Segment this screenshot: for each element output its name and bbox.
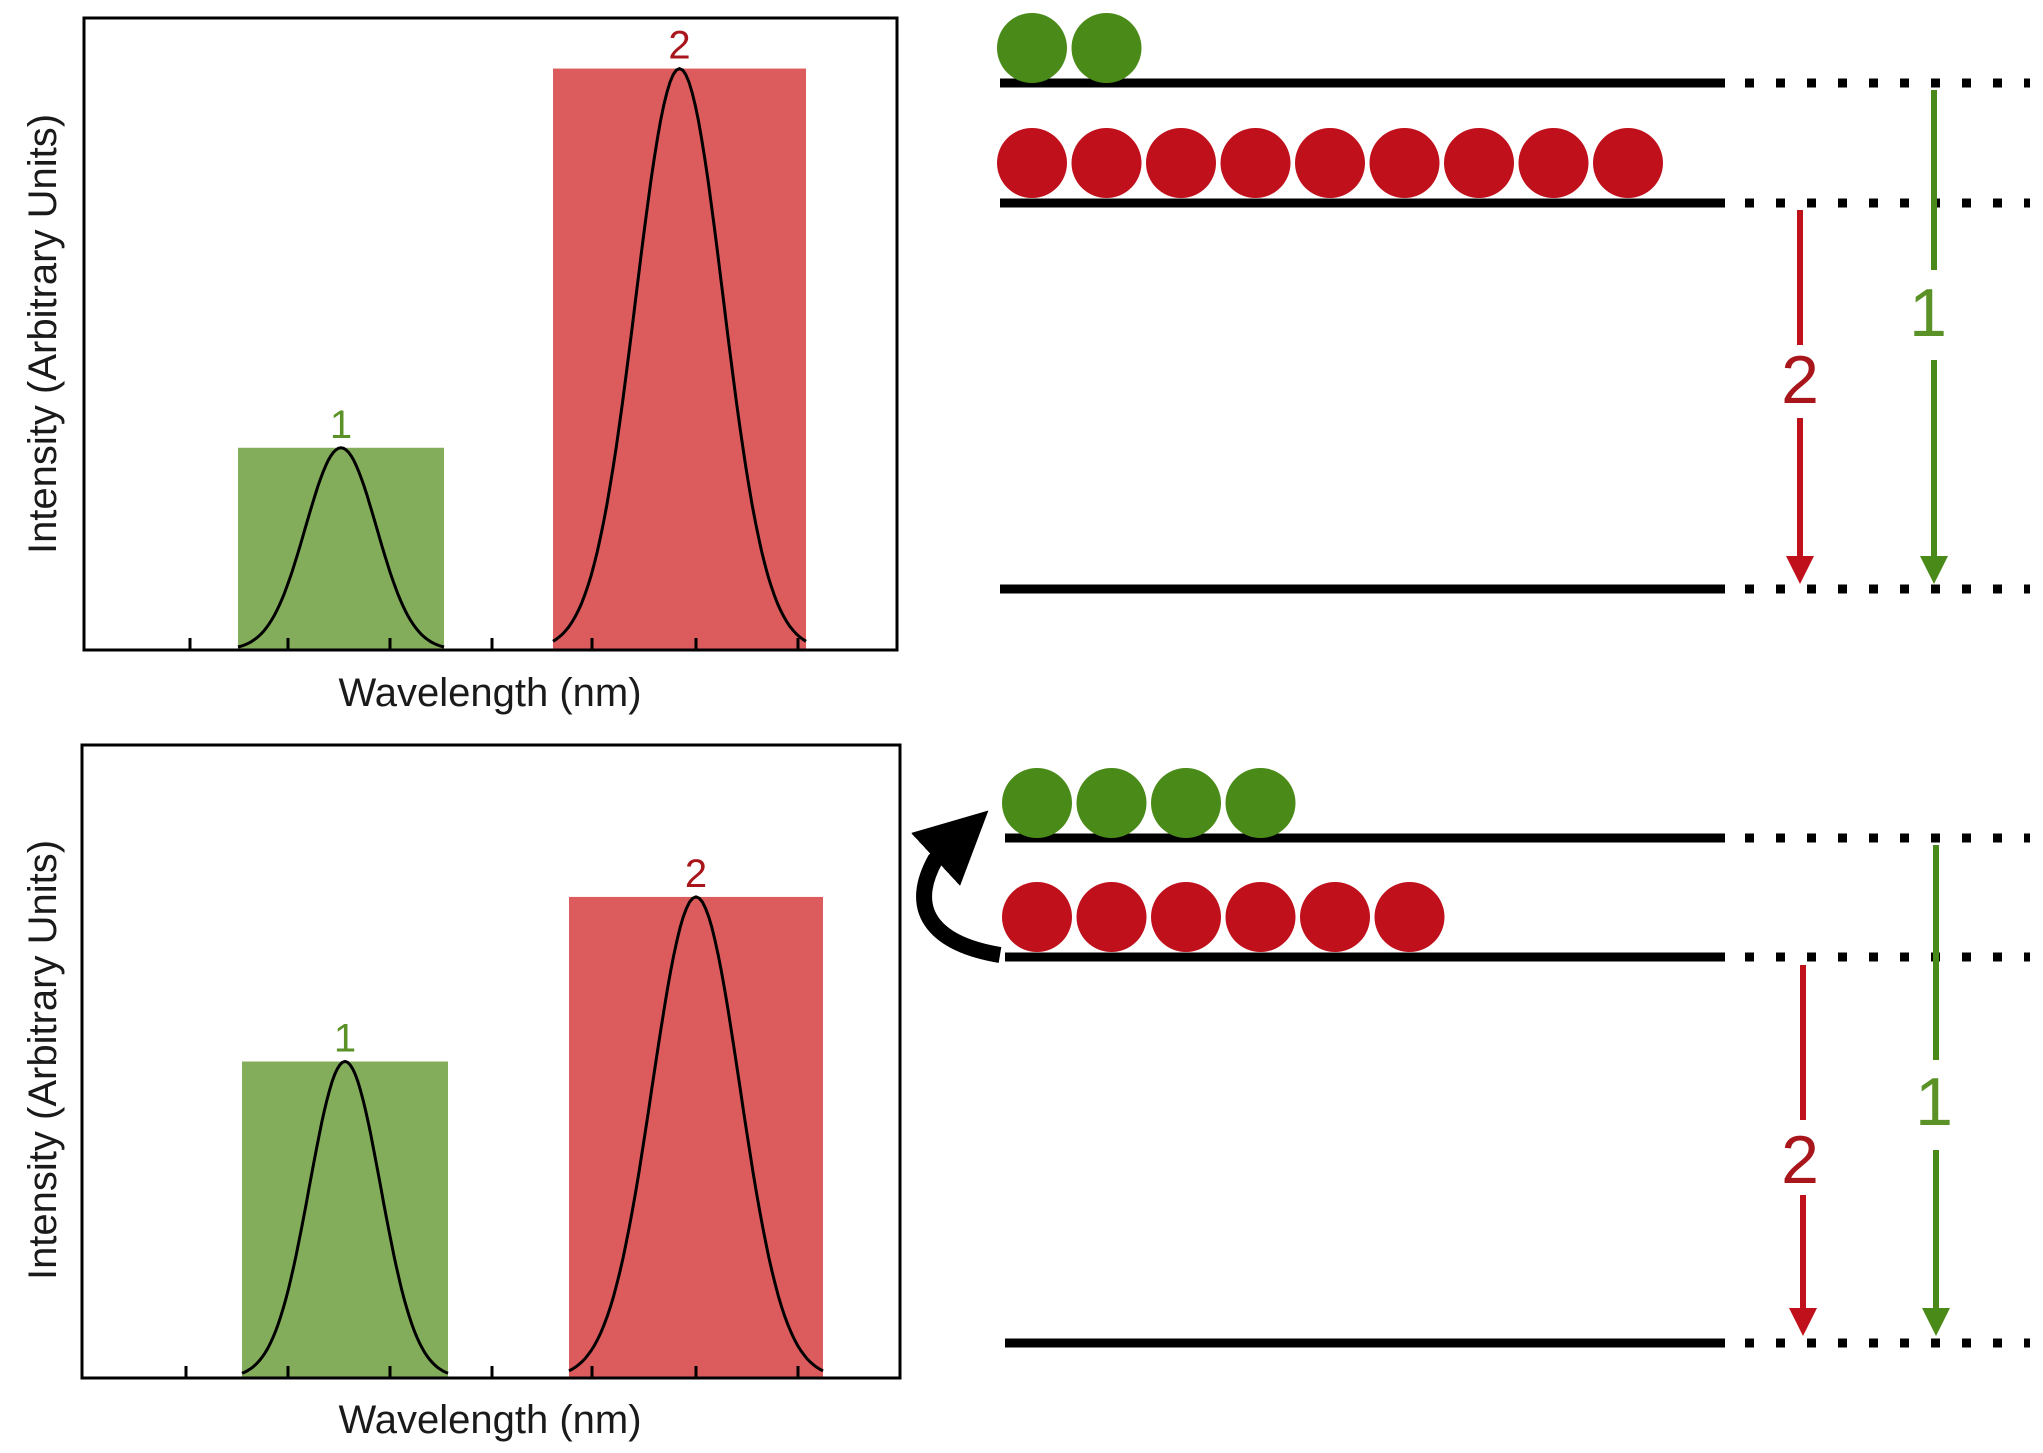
lower-level-particle <box>1076 882 1147 952</box>
upper-level-particle <box>997 13 1067 83</box>
transition-label-1: 1 <box>1915 1064 1953 1140</box>
lower-level-particle <box>1295 128 1365 198</box>
x-axis-title: Wavelength (nm) <box>338 1398 641 1442</box>
lower-level-particle <box>1369 128 1440 198</box>
lower-level-particle <box>1593 128 1663 198</box>
upper-level-particle <box>1002 768 1072 838</box>
bottom-chart: 1 2 Wavelength (nm) Intensity (Arbitrary … <box>21 743 902 1442</box>
bottom-panel: 1 2 Wavelength (nm) Intensity (Arbitrary … <box>21 743 2030 1442</box>
top-energy-diagram: 2 1 <box>997 13 2030 594</box>
bar-2 <box>569 896 823 1378</box>
bar-1 <box>242 1061 448 1378</box>
lower-level-particle <box>1146 128 1216 198</box>
transfer-arrow <box>911 810 1002 963</box>
bar-1 <box>238 447 444 650</box>
lower-level-particle <box>1518 128 1589 198</box>
top-chart: 1 2 Wavelength (nm) Intensity (Arbitrary … <box>21 16 899 715</box>
upper-level-particle <box>1071 13 1142 83</box>
transition-arrow-1: 1 <box>1915 845 1953 1336</box>
peak-label-2: 2 <box>668 24 690 68</box>
lower-level-particle <box>1002 882 1072 952</box>
lower-level-particle <box>1374 882 1445 952</box>
transition-label-1: 1 <box>1909 275 1947 351</box>
transition-arrow-2: 2 <box>1781 210 1819 584</box>
peak-curve-1 <box>241 1059 449 1375</box>
peak-curve-1 <box>237 446 445 649</box>
lower-level-particle <box>1151 882 1221 952</box>
peak-curve-2 <box>568 895 824 1373</box>
peak-label-1: 1 <box>334 1017 356 1061</box>
y-axis-title: Intensity (Arbitrary Units) <box>21 114 65 554</box>
upper-level-particle <box>1076 768 1147 838</box>
lower-level-particle <box>1300 882 1370 952</box>
transition-label-2: 2 <box>1781 1122 1819 1198</box>
transition-label-2: 2 <box>1781 342 1819 418</box>
lower-level-particle <box>1444 128 1514 198</box>
top-panel: 1 2 Wavelength (nm) Intensity (Arbitrary … <box>21 13 2030 715</box>
transition-arrow-1: 1 <box>1909 90 1948 584</box>
transition-arrow-2: 2 <box>1781 965 1819 1336</box>
bottom-energy-diagram: 2 1 <box>911 768 2030 1348</box>
bar-2 <box>553 68 806 650</box>
lower-level-particle <box>997 128 1067 198</box>
peak-curve-2 <box>552 66 807 643</box>
lower-level-particle <box>1220 128 1291 198</box>
y-axis-title: Intensity (Arbitrary Units) <box>21 840 65 1280</box>
peak-label-1: 1 <box>330 403 352 447</box>
peak-label-2: 2 <box>685 852 707 896</box>
lower-level-particle <box>1225 882 1296 952</box>
upper-level-particle <box>1225 768 1296 838</box>
x-axis-title: Wavelength (nm) <box>338 671 641 715</box>
curved-transfer-arrow-icon <box>911 810 1002 963</box>
lower-level-particle <box>1071 128 1142 198</box>
upper-level-particle <box>1151 768 1221 838</box>
